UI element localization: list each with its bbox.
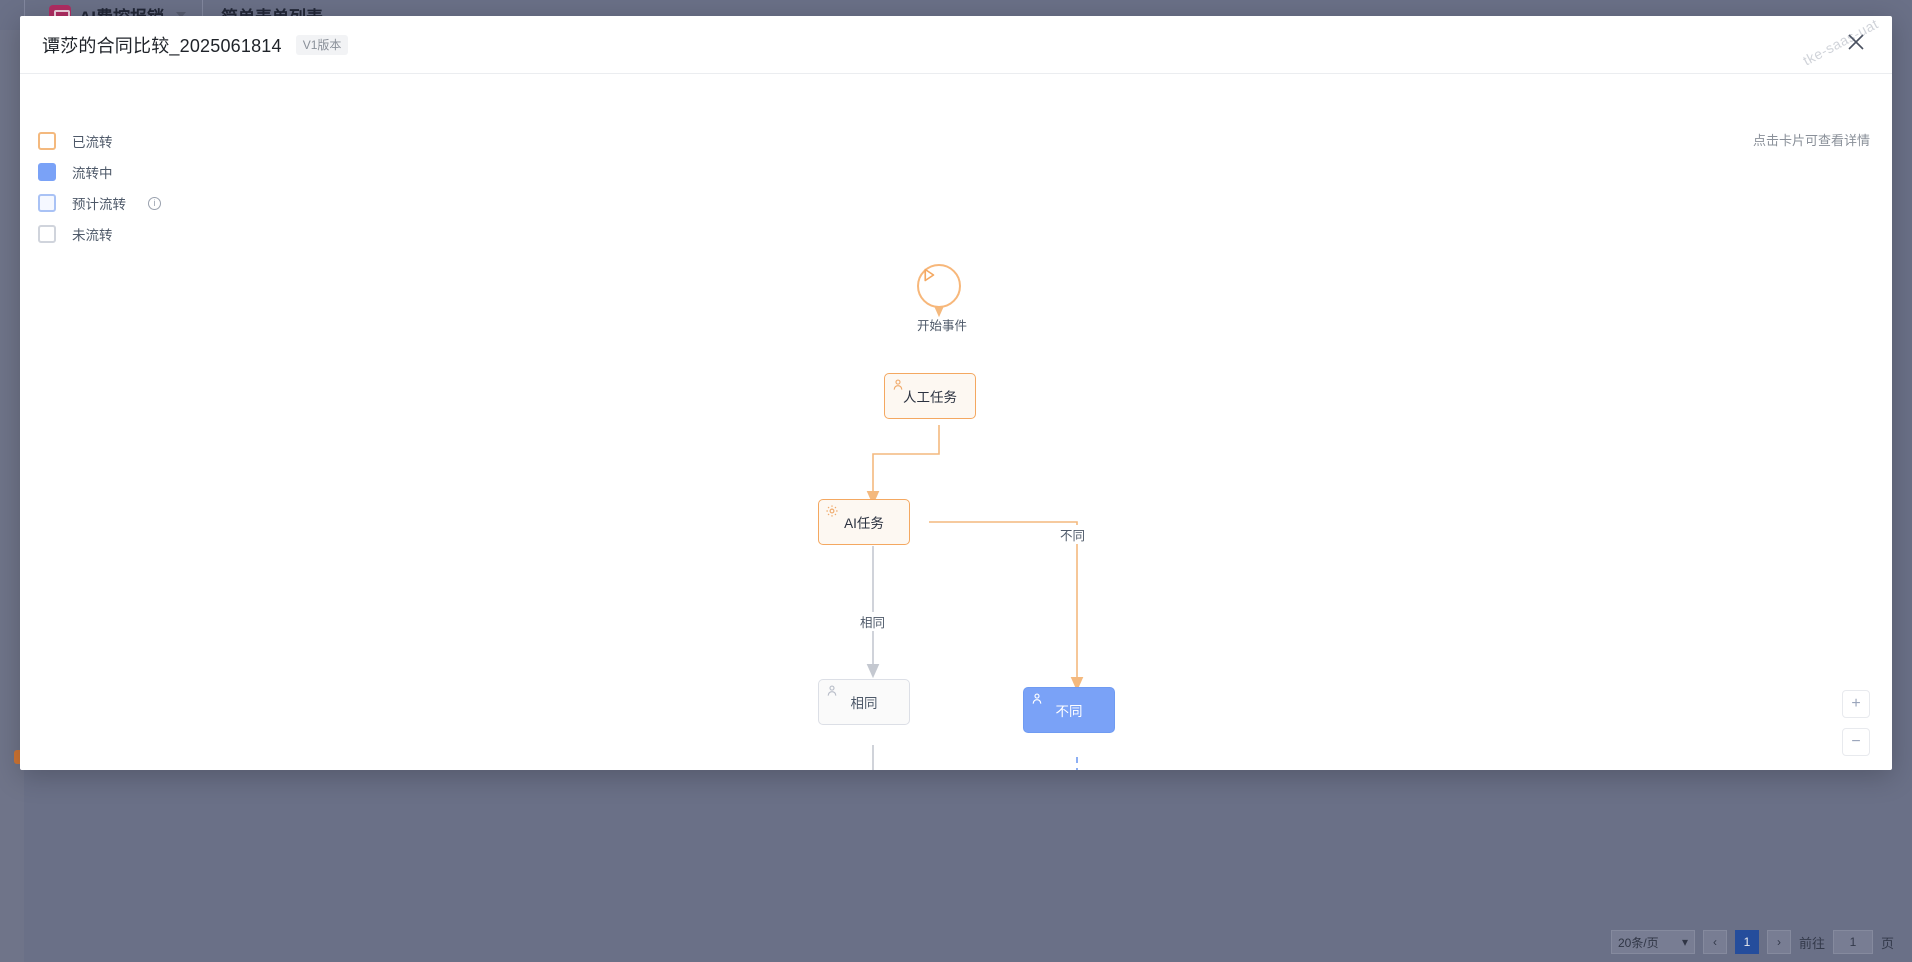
pagination-next-button[interactable]: › bbox=[1766, 930, 1791, 954]
node-ai-task[interactable]: AI任务 bbox=[818, 499, 910, 545]
zoom-out-button[interactable]: − bbox=[1842, 728, 1870, 756]
user-icon-same bbox=[825, 684, 839, 698]
page-size-label: 20条/页 bbox=[1617, 935, 1659, 950]
user-icon bbox=[891, 378, 905, 392]
version-badge: V1版本 bbox=[295, 34, 349, 55]
legend-swatch-done bbox=[38, 132, 56, 150]
legend-label-done: 已流转 bbox=[72, 135, 113, 150]
legend-item-in-progress: 流转中 bbox=[38, 163, 161, 181]
gear-icon bbox=[825, 504, 839, 518]
play-icon bbox=[924, 268, 935, 282]
manual-task-box[interactable]: 人工任务 bbox=[884, 373, 976, 419]
legend-item-not-flowed: 未流转 bbox=[38, 225, 161, 243]
legend-label-in-progress: 流转中 bbox=[72, 166, 113, 181]
legend-item-done: 已流转 bbox=[38, 132, 161, 150]
start-event-circle[interactable] bbox=[917, 264, 961, 308]
info-icon[interactable]: i bbox=[148, 196, 161, 210]
background-pagination: 20条/页 ▾ ‹ 1 › 前往 1 页 bbox=[1610, 930, 1894, 954]
chevron-down-icon-pagesize: ▾ bbox=[1681, 935, 1688, 949]
page-title: 谭莎的合同比较_2025061814 bbox=[42, 35, 282, 56]
zoom-in-button[interactable]: + bbox=[1842, 690, 1870, 718]
flow-canvas[interactable]: 开始事件 人工任务 bbox=[20, 74, 1892, 770]
diff-task-label: 不同 bbox=[1055, 704, 1083, 719]
click-card-hint: 点击卡片可查看详情 bbox=[1752, 133, 1870, 148]
pagination-page-1[interactable]: 1 bbox=[1734, 930, 1759, 954]
node-same-task[interactable]: 相同 bbox=[818, 679, 910, 725]
edge-label-same: 相同 bbox=[856, 612, 890, 631]
status-legend: 已流转 流转中 预计流转 i 未流转 bbox=[38, 132, 161, 243]
modal-header: 谭莎的合同比较_2025061814 V1版本 bbox=[20, 16, 1892, 74]
close-icon[interactable] bbox=[1844, 30, 1868, 54]
zoom-controls: + − bbox=[1842, 690, 1870, 756]
user-icon-diff bbox=[1030, 692, 1044, 706]
pagination-page-unit: 页 bbox=[1880, 935, 1894, 951]
flow-detail-modal: 谭莎的合同比较_2025061814 V1版本 tke-saas-uat 已流转… bbox=[20, 16, 1892, 770]
legend-item-expected: 预计流转 i bbox=[38, 194, 161, 212]
node-start-event[interactable]: 开始事件 bbox=[917, 264, 968, 334]
manual-task-label: 人工任务 bbox=[903, 390, 957, 405]
legend-swatch-in-progress bbox=[38, 163, 56, 181]
diff-task-box[interactable]: 不同 bbox=[1023, 687, 1115, 733]
node-manual-task[interactable]: 人工任务 bbox=[884, 373, 976, 419]
edge-label-diff: 不同 bbox=[1056, 525, 1090, 544]
node-diff-task[interactable]: 不同 bbox=[1023, 687, 1115, 733]
same-task-box[interactable]: 相同 bbox=[818, 679, 910, 725]
ai-task-box[interactable]: AI任务 bbox=[818, 499, 910, 545]
pagination-jump-label: 前往 bbox=[1798, 935, 1825, 951]
start-event-caption: 开始事件 bbox=[917, 319, 968, 333]
ai-task-label: AI任务 bbox=[844, 516, 884, 531]
pagination-prev-button[interactable]: ‹ bbox=[1702, 930, 1727, 954]
legend-label-expected: 预计流转 bbox=[72, 197, 126, 212]
page-size-select[interactable]: 20条/页 ▾ bbox=[1610, 930, 1695, 954]
flow-edges bbox=[866, 289, 1084, 770]
modal-body: 已流转 流转中 预计流转 i 未流转 点击卡片可查看详情 bbox=[20, 74, 1892, 770]
topbar-divider-2 bbox=[202, 0, 203, 30]
same-task-label: 相同 bbox=[850, 696, 878, 711]
legend-swatch-not-flowed bbox=[38, 225, 56, 243]
chevron-down-icon[interactable] bbox=[176, 12, 186, 18]
pagination-jump-input[interactable]: 1 bbox=[1832, 930, 1873, 954]
topbar-divider bbox=[24, 0, 25, 30]
legend-label-not-flowed: 未流转 bbox=[72, 228, 113, 243]
legend-swatch-expected bbox=[38, 194, 56, 212]
